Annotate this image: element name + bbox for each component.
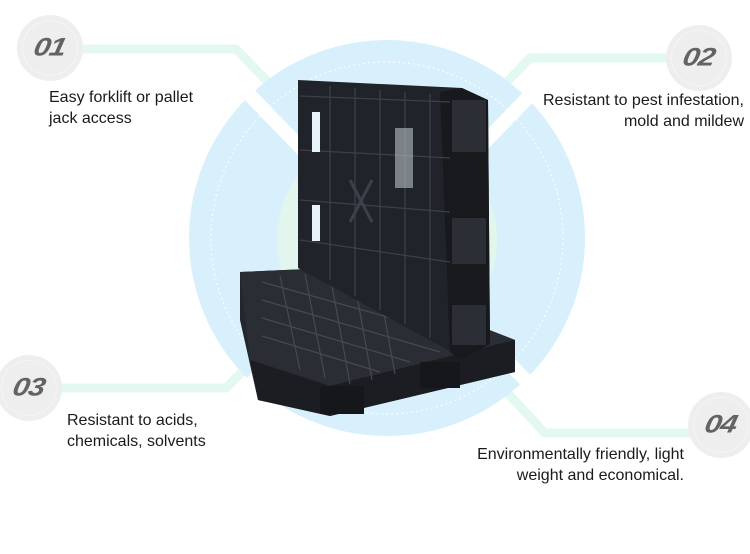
badge-03: 03: [0, 355, 62, 421]
feature-line: jack access: [49, 110, 132, 127]
badge-number: 01: [31, 33, 69, 62]
badge-number: 03: [10, 373, 48, 402]
badge-02: 02: [666, 25, 732, 91]
feature-line: Resistant to acids,: [67, 412, 198, 429]
feature-line: Resistant to pest infestation,: [543, 92, 744, 109]
pallet-illustration: [240, 80, 515, 416]
badge-01: 01: [17, 15, 83, 81]
feature-03-text: Resistant to acids, chemicals, solvents: [67, 410, 206, 452]
feature-line: Environmentally friendly, light: [477, 446, 684, 463]
feature-04-text: Environmentally friendly, light weight a…: [477, 444, 684, 486]
badge-number: 02: [680, 43, 718, 72]
feature-line: chemicals, solvents: [67, 433, 206, 450]
feature-line: weight and economical.: [516, 467, 684, 484]
feature-line: Easy forklift or pallet: [49, 89, 194, 106]
feature-line: mold and mildew: [623, 113, 744, 130]
feature-02-text: Resistant to pest infestation, mold and …: [543, 90, 744, 132]
feature-01-text: Easy forklift or pallet jack access: [49, 87, 193, 129]
badge-04: 04: [688, 392, 750, 458]
badge-number: 04: [702, 410, 740, 439]
dotted-ring: [210, 61, 564, 415]
